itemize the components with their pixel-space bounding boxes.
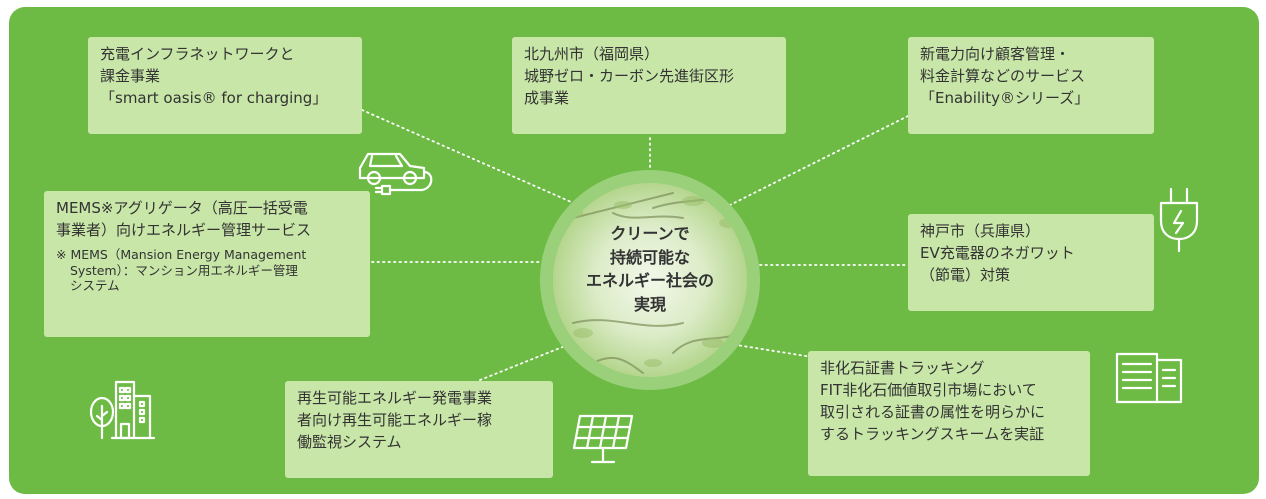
center-title: クリーンで 持続可能な エネルギー社会の 実現 — [553, 222, 747, 316]
box-mems-line-1: MEMS※アグリゲータ（高圧一括受電 — [56, 199, 308, 217]
box-enability: 新電力向け顧客管理・ 料金計算などのサービス 「Enability®シリーズ」 — [908, 37, 1154, 134]
box-renewable-line-3: 働監視システム — [297, 433, 402, 451]
box-enability-line-3: 「Enability®シリーズ」 — [920, 89, 1090, 107]
box-charging-infrastructure: 充電インフラネットワークと 課金事業 「smart oasis® for cha… — [88, 37, 362, 134]
box-tracking-line-3: 取引される証書の属性を明らかに — [820, 403, 1046, 421]
box-kitakyushu-line-3: 成事業 — [524, 89, 570, 107]
box-tracking-line-4: するトラッキングスキームを実証 — [820, 425, 1045, 443]
box-kobe-line-1: 神戸市（兵庫県） — [920, 222, 1041, 240]
box-renewable-monitoring: 再生可能エネルギー発電事業 者向け再生可能エネルギー稼 働監視システム — [285, 381, 553, 478]
box-enability-line-2: 料金計算などのサービス — [920, 67, 1086, 85]
box-charging-line-3: 「smart oasis® for charging」 — [100, 89, 328, 107]
box-mems-note-line-3: システム — [70, 278, 120, 293]
box-mems-note-line-2: System）：マンション用エネルギー管理 — [70, 262, 298, 278]
power-plug-icon — [1159, 187, 1199, 253]
box-enability-line-1: 新電力向け顧客管理・ — [920, 45, 1071, 63]
box-kitakyushu: 北九州市（福岡県） 城野ゼロ・カーボン先進街区形 成事業 — [512, 37, 786, 134]
connector-charging — [361, 109, 579, 206]
box-kobe-line-3: （節電）対策 — [920, 266, 1011, 284]
building-with-tree-icon — [89, 380, 156, 440]
box-mems-line-2: 事業者）向けエネルギー管理サービス — [56, 221, 312, 239]
box-charging-line-1: 充電インフラネットワークと — [100, 45, 295, 63]
box-mems: MEMS※アグリゲータ（高圧一括受電 事業者）向けエネルギー管理サービス ※ M… — [44, 191, 370, 337]
box-kitakyushu-line-1: 北九州市（福岡県） — [524, 45, 660, 63]
box-mems-footnote: ※ MEMS（Mansion Energy Management System）… — [56, 247, 360, 294]
box-kobe: 神戸市（兵庫県） EV充電器のネガワット （節電）対策 — [908, 214, 1154, 311]
box-tracking-line-1: 非化石証書トラッキング — [820, 359, 985, 377]
center-line-2: 持続可能な — [609, 247, 690, 267]
center-line-1: クリーンで — [610, 224, 690, 243]
center-line-3: エネルギー社会の — [585, 271, 714, 290]
box-kitakyushu-line-2: 城野ゼロ・カーボン先進街区形 — [524, 67, 735, 85]
documents-icon — [1115, 352, 1183, 404]
box-kobe-line-2: EV充電器のネガワット — [920, 244, 1075, 262]
box-charging-line-2: 課金事業 — [100, 67, 161, 85]
connector-enability — [729, 115, 909, 206]
box-tracking-line-2: FIT非化石価値取引市場において — [820, 381, 1037, 399]
center-line-4: 実現 — [633, 294, 666, 314]
box-nonfossil-tracking: 非化石証書トラッキング FIT非化石価値取引市場において 取引される証書の属性を… — [808, 351, 1090, 476]
box-renewable-line-1: 再生可能エネルギー発電事業 — [297, 389, 493, 407]
solar-panel-icon — [572, 414, 634, 464]
ev-car-with-plug-icon — [358, 152, 433, 196]
box-mems-note-line-1: ※ MEMS（Mansion Energy Management — [56, 247, 307, 262]
center-photo-circle — [553, 183, 747, 377]
box-renewable-line-2: 者向け再生可能エネルギー稼 — [297, 411, 493, 429]
